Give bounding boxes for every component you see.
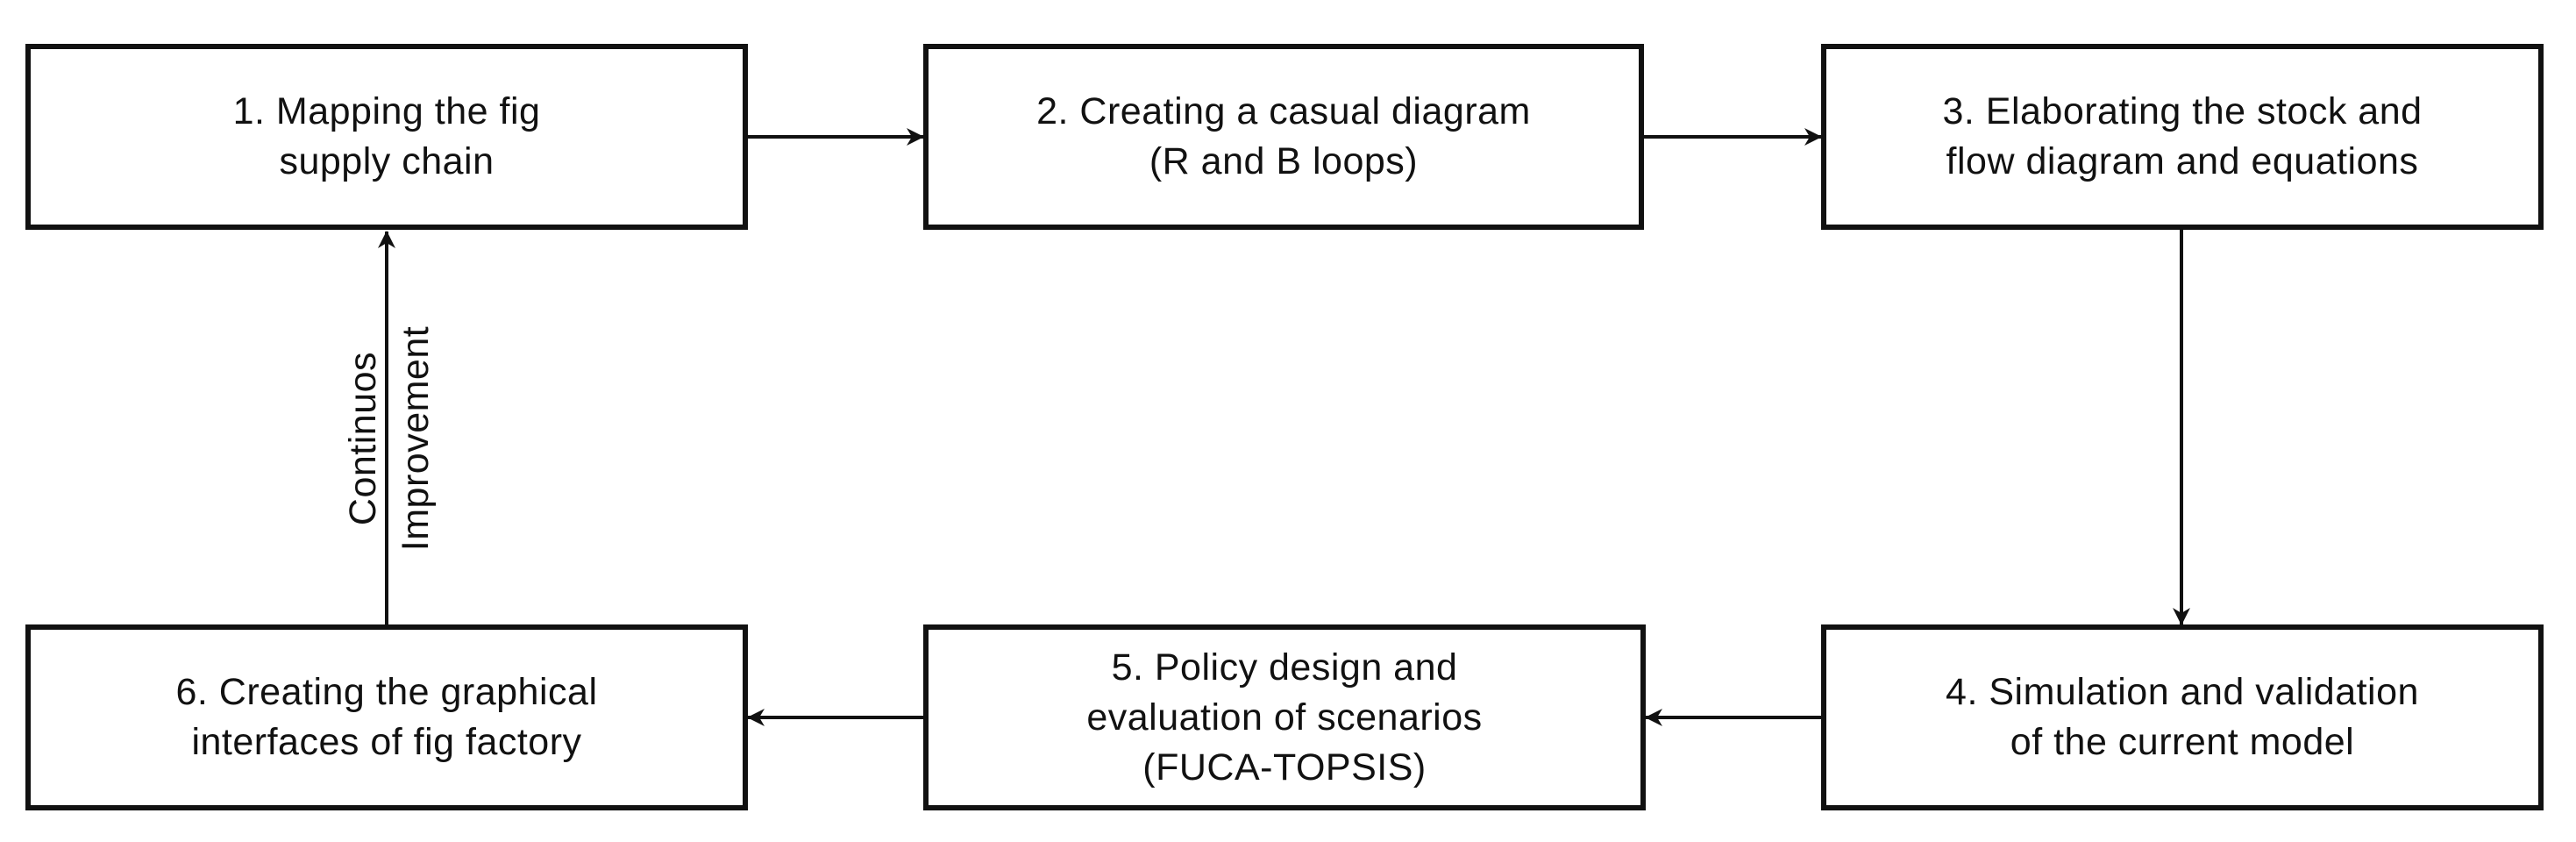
step-5-line2: evaluation of scenarios xyxy=(1086,696,1483,739)
step-6-line2: interfaces of fig factory xyxy=(191,721,582,763)
step-2-line2: (R and B loops) xyxy=(1149,140,1419,182)
step-5-box: 5. Policy design and evaluation of scena… xyxy=(923,624,1646,810)
step-2-box: 2. Creating a casual diagram (R and B lo… xyxy=(923,44,1644,230)
step-2-line1: 2. Creating a casual diagram xyxy=(1036,90,1531,132)
step-4-line2: of the current model xyxy=(2010,721,2355,763)
step-6-line1: 6. Creating the graphical xyxy=(175,671,598,713)
step-5-line1: 5. Policy design and xyxy=(1111,646,1458,689)
step-3-line1: 3. Elaborating the stock and xyxy=(1942,90,2423,132)
loop-label-line2: Improvement xyxy=(395,325,437,552)
step-6-box: 6. Creating the graphical interfaces of … xyxy=(25,624,748,810)
continuous-improvement-label: Continuos Improvement xyxy=(337,307,442,570)
step-1-line1: 1. Mapping the fig xyxy=(232,90,541,132)
step-3-line2: flow diagram and equations xyxy=(1946,140,2419,182)
step-4-line1: 4. Simulation and validation xyxy=(1946,671,2419,713)
step-3-box: 3. Elaborating the stock and flow diagra… xyxy=(1821,44,2544,230)
step-1-box: 1. Mapping the fig supply chain xyxy=(25,44,748,230)
step-1-line2: supply chain xyxy=(279,140,495,182)
step-4-box: 4. Simulation and validation of the curr… xyxy=(1821,624,2544,810)
step-5-line3: (FUCA-TOPSIS) xyxy=(1142,746,1427,788)
loop-label-line1: Continuos xyxy=(342,351,384,526)
